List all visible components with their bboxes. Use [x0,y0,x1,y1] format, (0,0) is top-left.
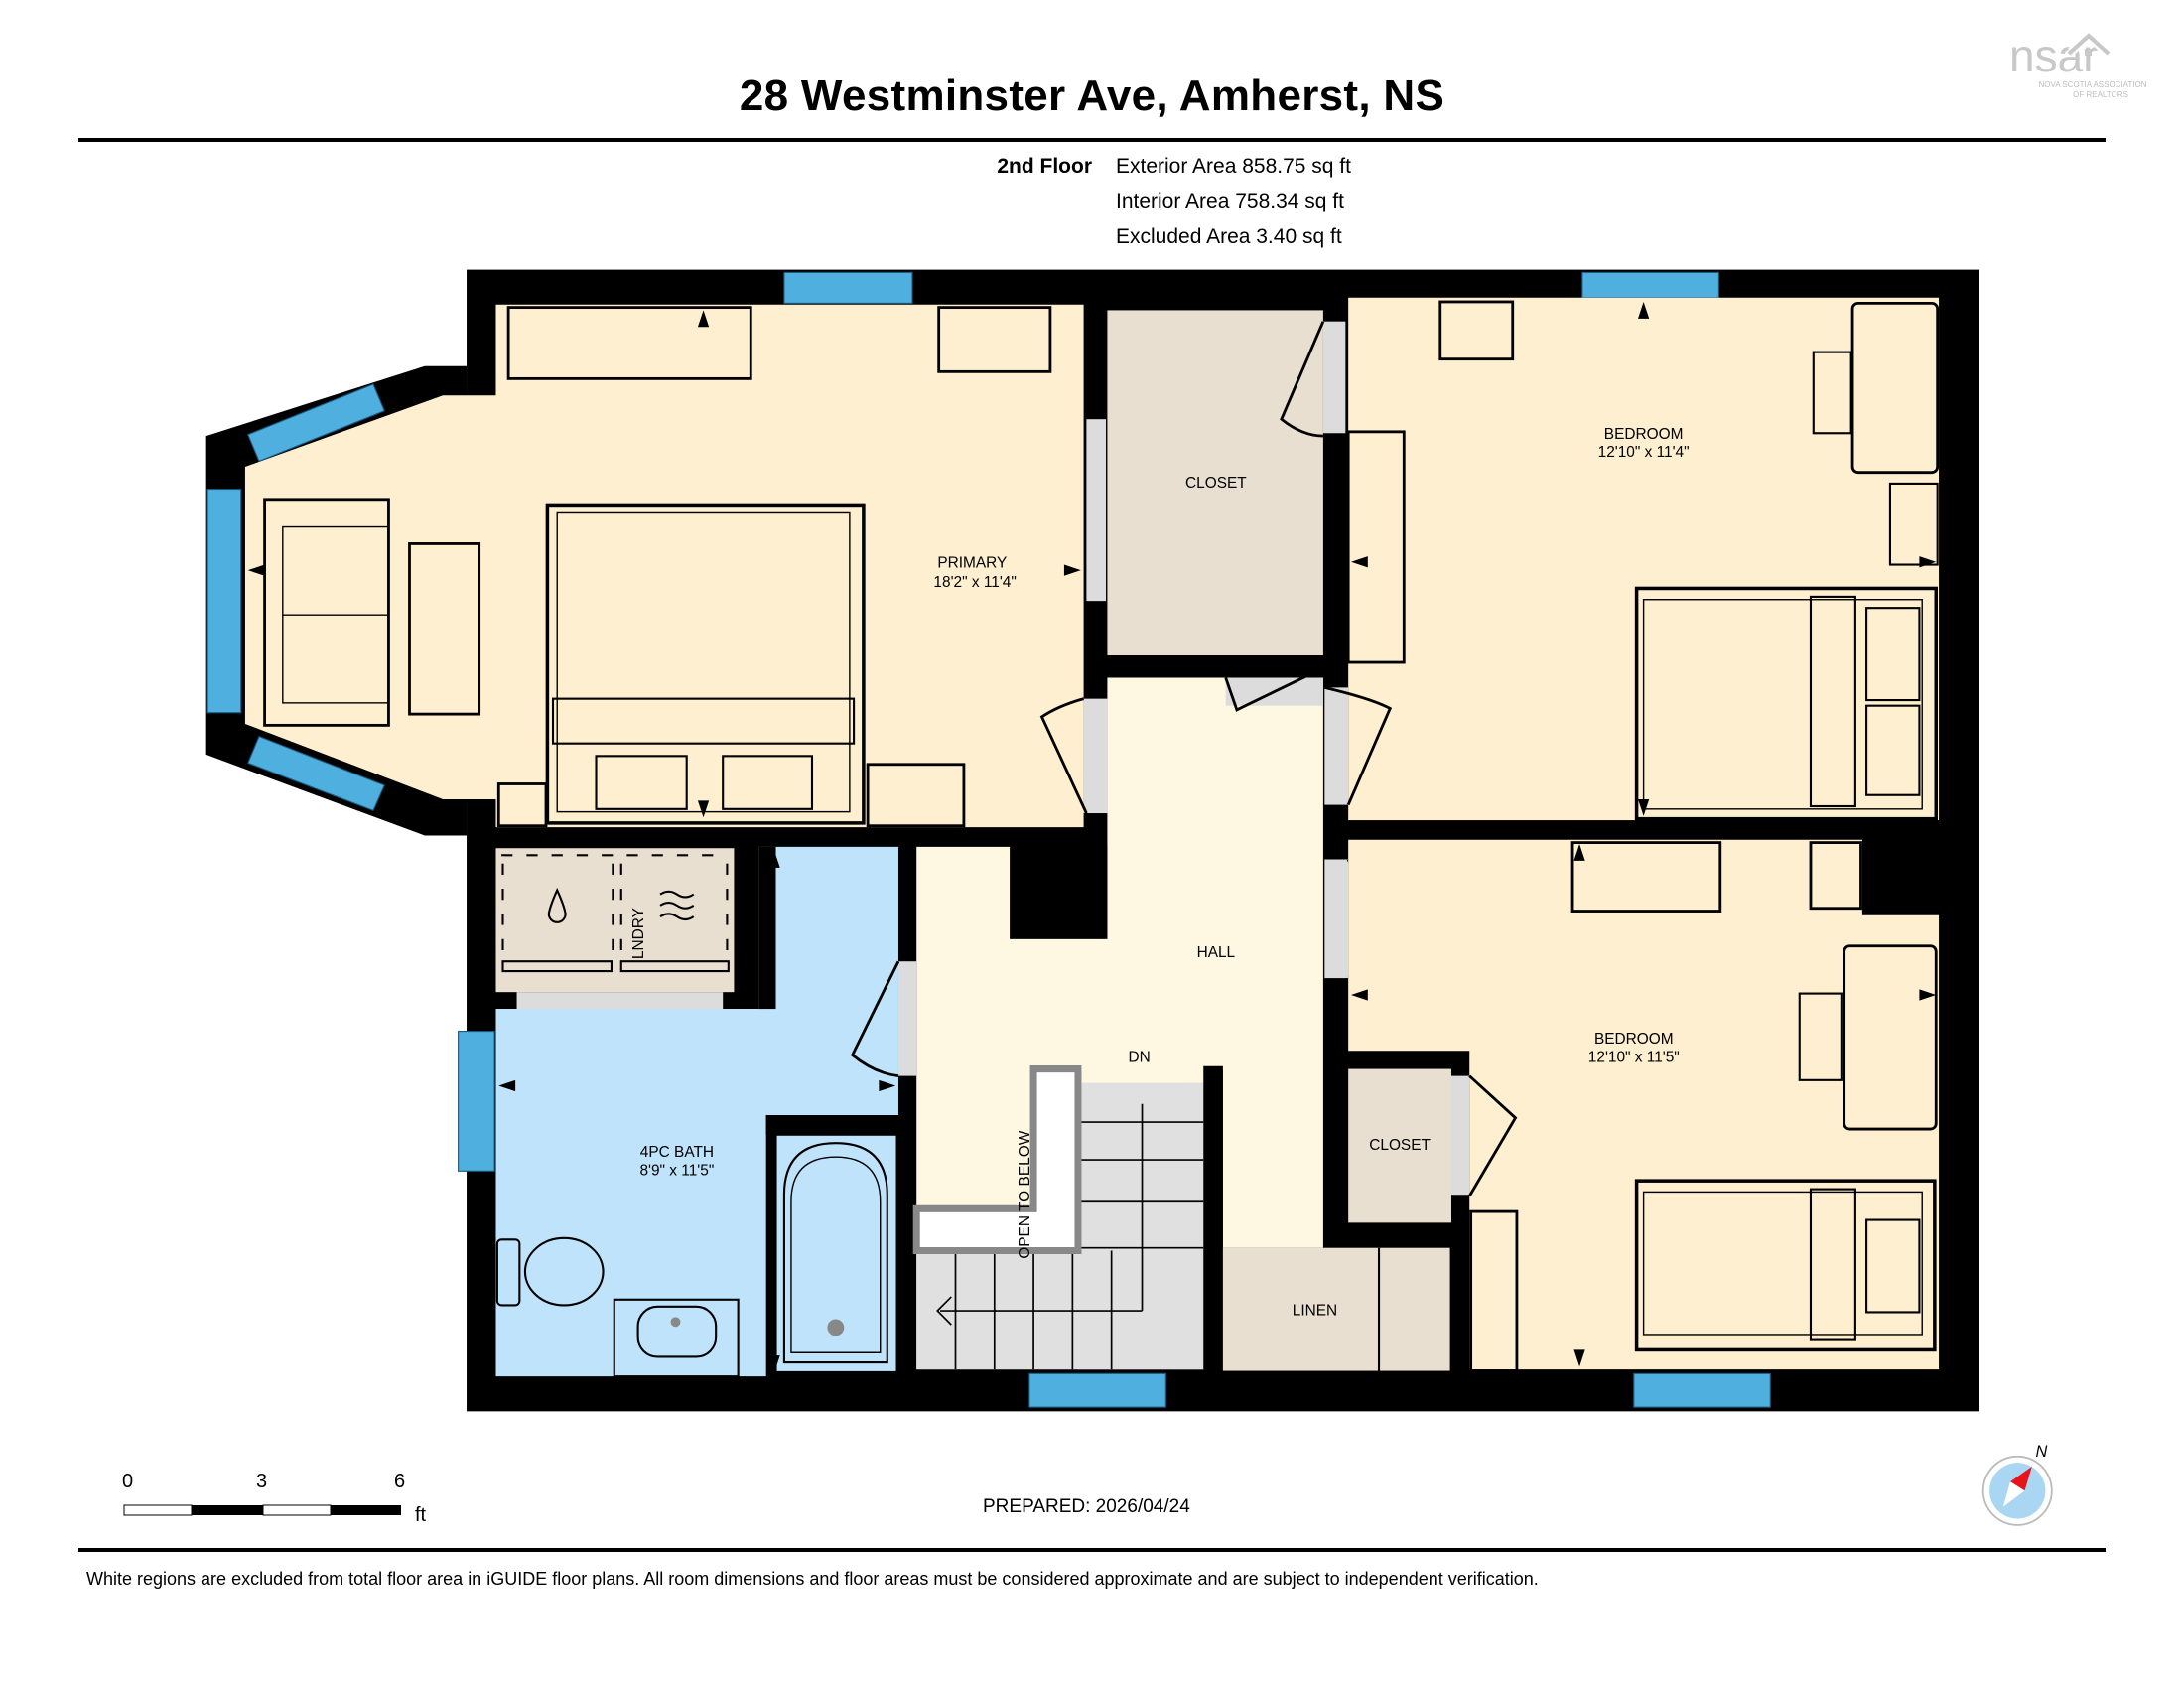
room-name-primary: PRIMARY [937,554,1007,571]
room-hall[interactable]: HALL [916,666,1395,1370]
excluded-area: Excluded Area 3.40 sq ft [1116,225,1342,248]
room-closet-bottom[interactable]: CLOSET [1348,1068,1451,1223]
disclaimer-text: White regions are excluded from total fl… [86,1569,1539,1589]
room-name-closet-bottom: CLOSET [1369,1137,1431,1154]
stairs-down-label: DN [1129,1050,1151,1066]
windows [206,271,1771,1408]
room-bedroom-bottom[interactable]: BEDROOM 12'10" x 11'5" [1348,839,1940,1372]
stairs[interactable]: DN OPEN TO BELOW [912,1050,1223,1370]
prepared-date: PREPARED: 2026/04/24 [983,1496,1190,1517]
room-laundry[interactable]: LNDRY [495,848,735,1011]
interior-area: Interior Area 758.34 sq ft [1116,190,1344,212]
north-arrow-compass-icon: N [1971,1435,2070,1534]
room-name-linen: LINEN [1293,1302,1337,1319]
room-primary[interactable]: PRIMARY 18'2" x 11'4" [244,304,1084,828]
room-dims-bedroom-top: 12'10" x 11'4" [1598,444,1690,461]
compass-north-label: N [2035,1443,2047,1461]
room-linen[interactable]: LINEN [1222,1247,1450,1371]
scale-unit: ft [415,1504,427,1526]
scale-tick-0: 0 [122,1471,133,1492]
logo-line-1: NOVA SCOTIA ASSOCIATION [2038,80,2146,89]
room-name-bedroom-bottom: BEDROOM [1594,1031,1674,1048]
dimension-arrows [247,301,1937,1372]
room-dims-primary: 18'2" x 11'4" [933,574,1016,591]
room-bath[interactable]: 4PC BATH 8'9" x 11'5" [495,846,917,1378]
nsar-logo: nsar NOVA SCOTIA ASSOCIATION OF REALTORS [2009,22,2178,101]
house-roof-icon: nsar NOVA SCOTIA ASSOCIATION OF REALTORS [2009,29,2147,99]
room-bedroom-top[interactable]: BEDROOM 12'10" x 11'4" [1346,297,1940,821]
room-closet-top[interactable]: CLOSET [1086,310,1346,656]
floor-name: 2nd Floor [997,155,1092,178]
scale-tick-3: 3 [256,1471,267,1492]
room-dims-bedroom-bottom: 12'10" x 11'5" [1588,1050,1680,1066]
water-drop-icon [547,887,567,923]
scale-bar: 0 3 6 ft [99,1470,457,1529]
logo-line-2: OF REALTORS [2073,90,2128,99]
page-title: 28 Westminster Ave, Amherst, NS [739,71,1445,120]
room-name-bedroom-top: BEDROOM [1604,426,1684,443]
room-name-closet-top: CLOSET [1185,475,1247,492]
room-name-laundry: LNDRY [630,908,647,959]
heat-waves-icon [659,890,695,921]
scale-tick-6: 6 [394,1471,405,1492]
room-name-bath: 4PC BATH [640,1144,714,1161]
room-dims-bath: 8'9" x 11'5" [639,1163,714,1180]
footer-divider [78,1548,2106,1552]
room-name-hall: HALL [1197,944,1236,961]
exterior-area: Exterior Area 858.75 sq ft [1116,155,1351,178]
header-divider [78,138,2106,142]
open-to-below-label: OPEN TO BELOW [1017,1130,1033,1259]
